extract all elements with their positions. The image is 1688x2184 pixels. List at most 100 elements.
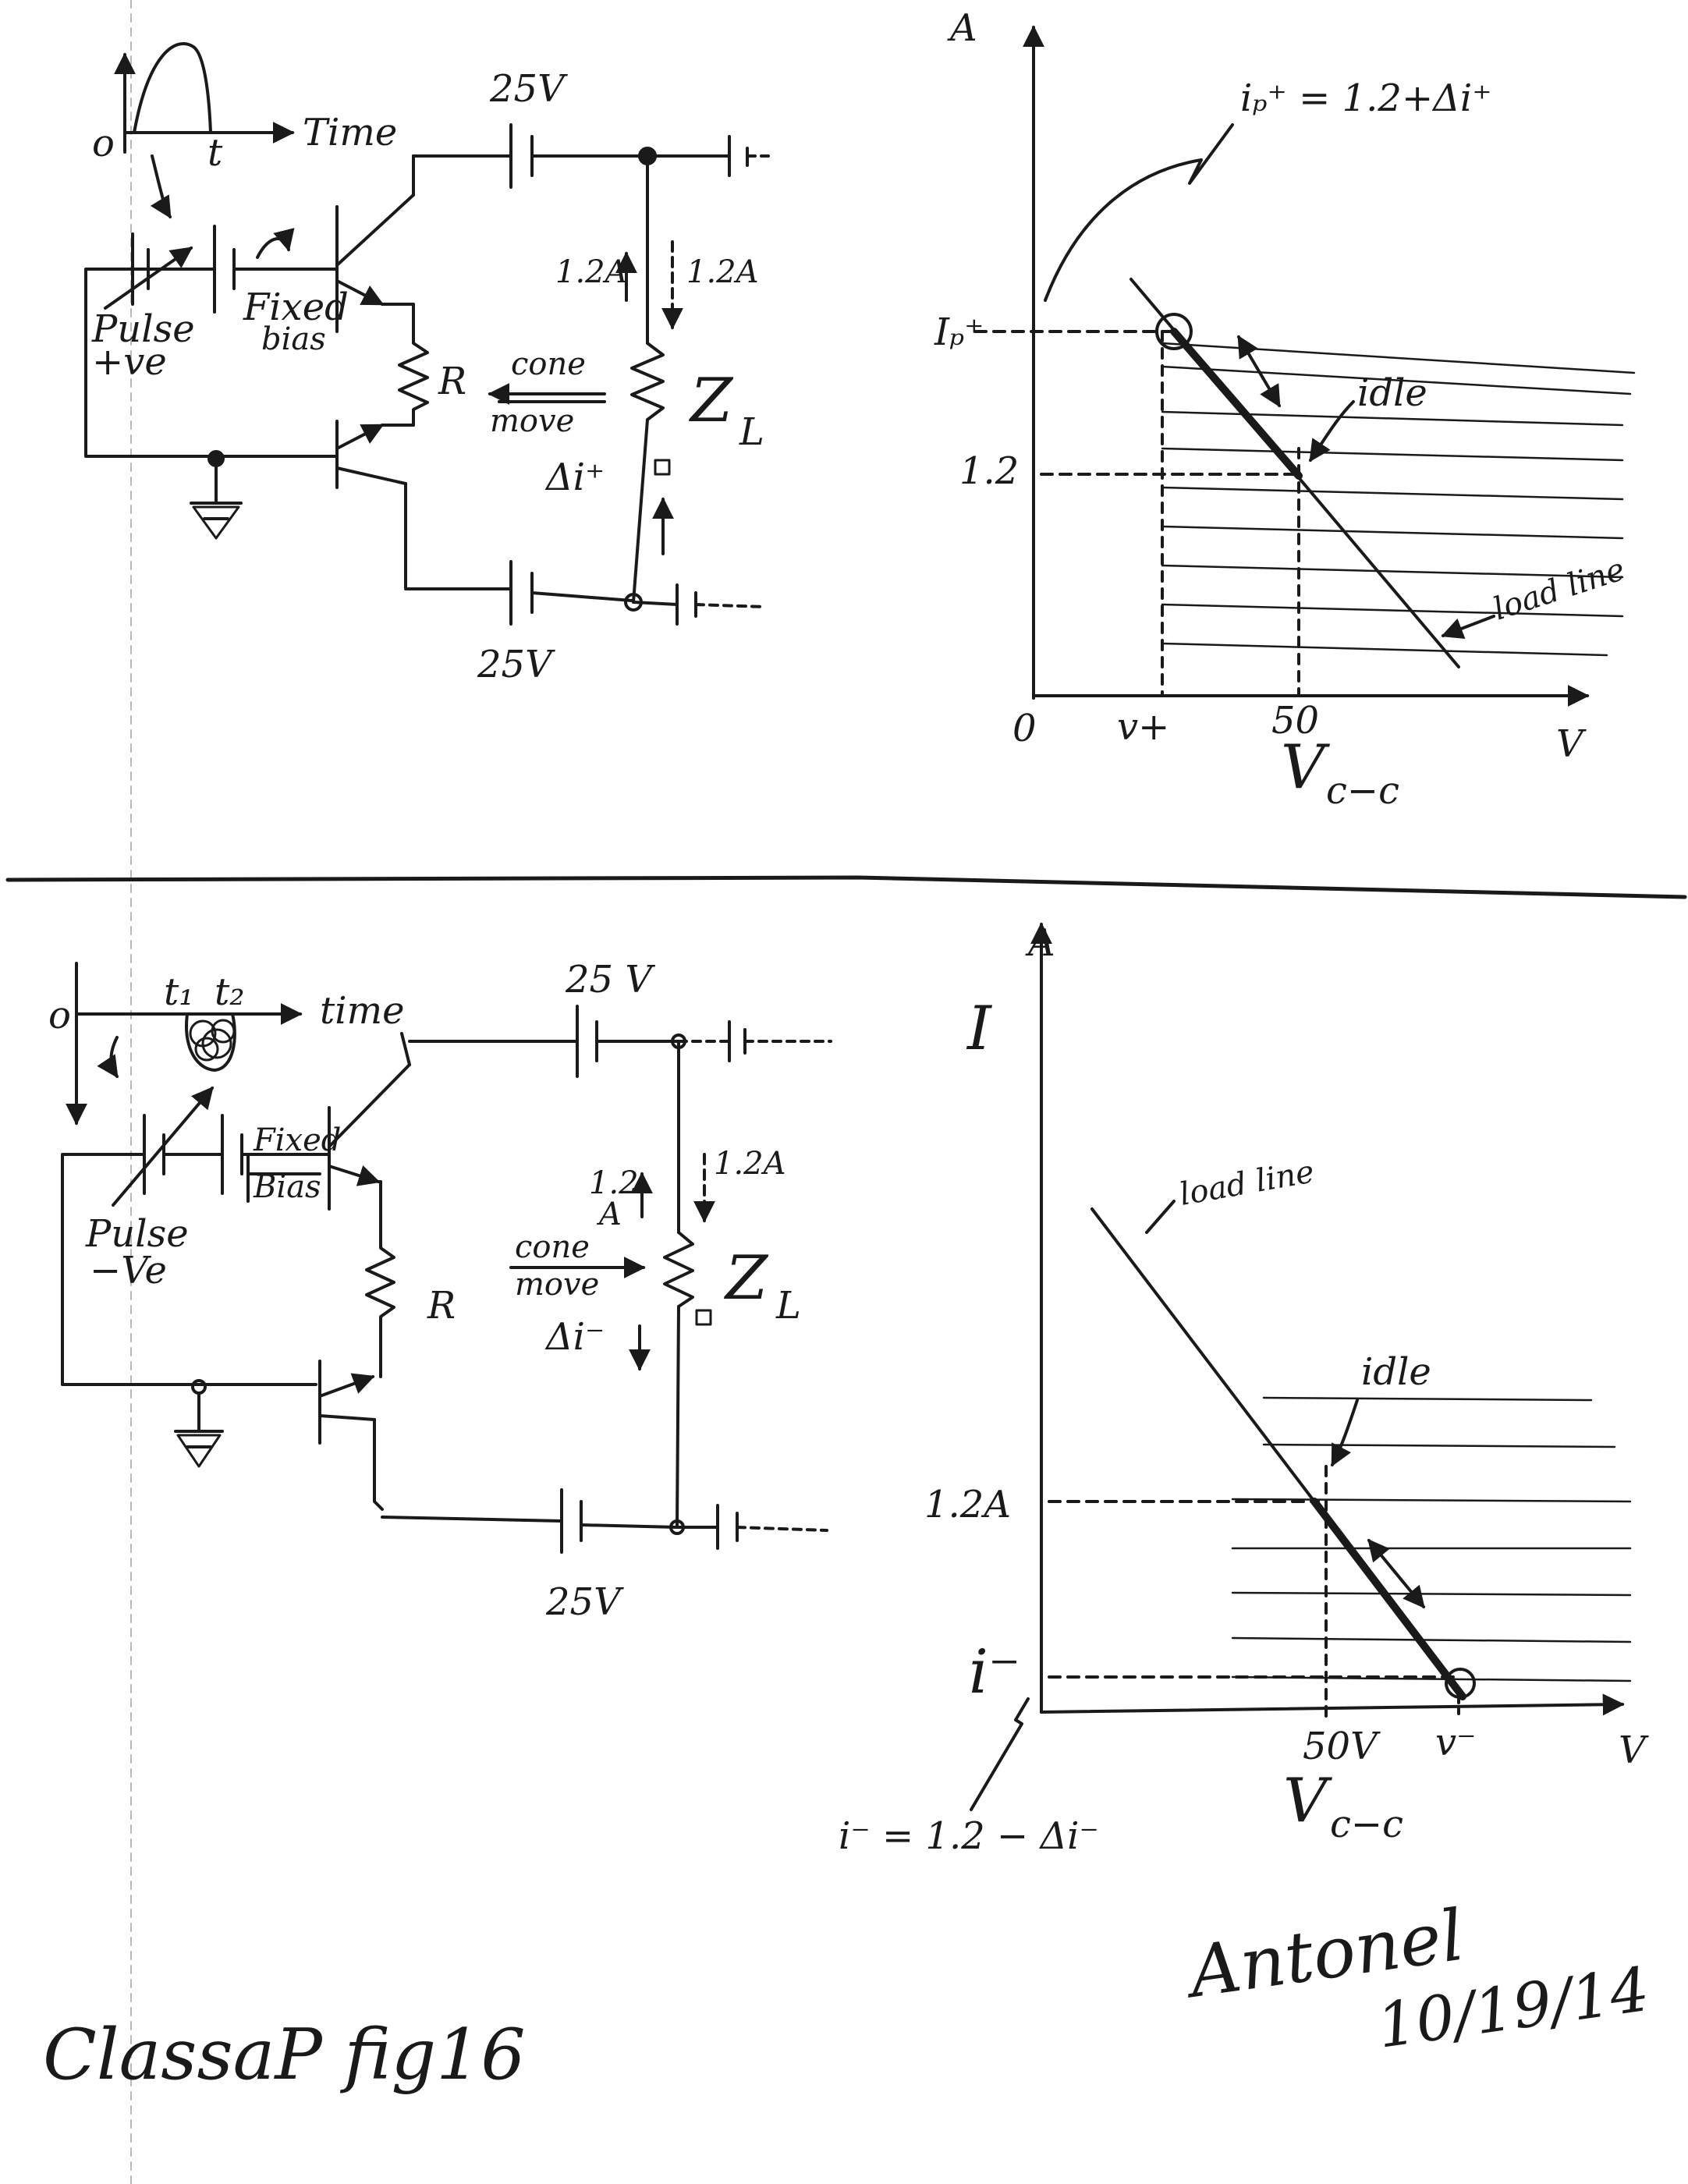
section-divider [5, 875, 1687, 899]
bottom-idle-y-label: 1.2A [924, 1483, 1011, 1526]
top-graph: A V 0 Iₚ⁺ 1.2 v+ 50 V c−c iₚ⁺ = 1.2+Δi⁺ … [934, 6, 1636, 813]
bottom-x-v-minus-label: v⁻ [1435, 1721, 1476, 1764]
top-graph-y-axis-label: A [947, 6, 977, 50]
bottom-input-loop-wire [61, 1153, 317, 1386]
neg-pulse-t2-label: t₂ [215, 970, 245, 1014]
bottom-vcc-label: V [1283, 1766, 1332, 1836]
current-down-label: 1.2A [686, 254, 759, 290]
top-peak-y-label: Iₚ⁺ [934, 310, 984, 354]
pulse-label-2: +ve [92, 340, 167, 384]
bottom-cone-label-1: cone [515, 1229, 590, 1265]
load-label: Z [688, 366, 734, 436]
top-circuit: o t Time Pulse +ve Fixed bias [84, 42, 770, 686]
top-vcc-label: V [1281, 732, 1330, 803]
bottom-graph-x-axis-label: V [1619, 1728, 1649, 1772]
bottom-pulse-label-2: −Ve [90, 1249, 167, 1292]
bottom-char-curve-6 [1231, 1636, 1632, 1643]
bottom-load-line-label: load line [1177, 1154, 1317, 1213]
bottom-graph-y-title: I [966, 994, 993, 1064]
bottom-pulse-variable-arrow [112, 1086, 214, 1207]
bottom-char-curve-3 [1231, 1498, 1632, 1503]
negative-pulse-waveform [185, 1012, 236, 1072]
bottom-load-label-sub: L [775, 1284, 801, 1328]
bottom-bias-resistor-label: R [427, 1284, 456, 1328]
neg-pulse-origin-label: o [48, 994, 71, 1037]
cone-label-2: move [490, 403, 574, 439]
bottom-bottom-battery-label: 25V [545, 1580, 624, 1624]
load-resistor [630, 342, 665, 421]
pulse-origin-label: o [92, 122, 115, 165]
bottom-bias-resistor [365, 1180, 395, 1378]
top-x-50-label: 50 [1271, 699, 1319, 743]
fixed-bias-label-1: Fixed [243, 285, 349, 329]
top-char-curve-7 [1161, 564, 1624, 579]
bottom-x-50-label: 50V [1303, 1725, 1381, 1768]
top-x-v-plus-label: v+ [1117, 705, 1169, 749]
top-load-line-pointer [1441, 615, 1495, 640]
bottom-vcc-sub: c−c [1330, 1803, 1403, 1846]
bottom-graph: A I V load line idle 1.2A i⁻ 50V v⁻ V c−… [839, 921, 1649, 1858]
bottom-i-minus-pointer [970, 1697, 1030, 1811]
top-char-curve-6 [1161, 525, 1624, 540]
top-char-curve-3 [1161, 410, 1624, 427]
top-graph-origin-label: 0 [1012, 707, 1037, 750]
delta-i-plus-label: Δi⁺ [544, 456, 605, 499]
bottom-current-down-label: 1.2A [714, 1146, 786, 1182]
top-char-curve-1 [1161, 342, 1636, 374]
top-char-curve-8 [1161, 603, 1624, 618]
figure-caption: ClassaP fig16 [43, 2014, 526, 2096]
top-char-curve-9 [1161, 642, 1608, 657]
input-loop-wire [84, 268, 337, 458]
bottom-battery-label: 25V [477, 643, 555, 686]
neg-pulse-t1-label: t₁ [164, 970, 194, 1014]
bottom-i-minus-label: i⁻ [969, 1637, 1020, 1707]
cone-label-1: cone [511, 346, 586, 382]
pulse-t-label: t [207, 131, 223, 175]
top-graph-x-axis-label: V [1556, 722, 1587, 766]
bottom-operating-swing [1310, 1498, 1466, 1700]
bottom-graph-y-axis-label: A [1025, 921, 1055, 965]
bottom-swing-arrow [1367, 1538, 1425, 1609]
bottom-fixed-bias-label-2: Bias [253, 1169, 321, 1205]
top-idle-pointer [1309, 400, 1355, 463]
top-idle-y-label: 1.2 [959, 449, 1019, 493]
fixed-bias-pointer [256, 228, 295, 259]
bottom-char-curve-1 [1262, 1396, 1593, 1402]
pulse-variable-arrow [104, 246, 193, 310]
bottom-idle-pointer [1331, 1399, 1359, 1467]
fixed-bias-label-2: bias [261, 321, 326, 357]
pulse-label-1: Pulse [91, 307, 195, 351]
neg-pulse-time-label: time [320, 989, 405, 1033]
load-label-sub: L [739, 410, 764, 454]
bias-resistor-label: R [438, 360, 466, 403]
bottom-ground-node [191, 1379, 207, 1395]
bottom-graph-x-axis [1040, 1693, 1625, 1716]
bottom-pulse-label-1: Pulse [85, 1212, 189, 1256]
bottom-fixed-bias-label-1: Fixed [253, 1122, 341, 1158]
top-vcc-sub: c−c [1326, 769, 1399, 813]
bottom-char-curve-5 [1231, 1591, 1632, 1597]
bottom-current-up-label-2: A [596, 1197, 622, 1232]
top-char-curve-5 [1161, 486, 1624, 501]
top-peak-equation: iₚ⁺ = 1.2+Δi⁺ [1240, 76, 1492, 120]
bottom-current-up-label-1: 1.2 [589, 1165, 639, 1201]
pulse-pointer-arrow [150, 154, 172, 219]
positive-pulse-waveform [133, 42, 212, 134]
bottom-load-line-pointer [1145, 1200, 1176, 1234]
bottom-char-curve-2 [1262, 1443, 1616, 1448]
bottom-idle-label: idle [1361, 1350, 1431, 1394]
top-swing-arrow [1237, 335, 1281, 408]
top-char-curve-4 [1161, 447, 1624, 462]
bottom-cone-label-2: move [515, 1267, 599, 1303]
current-up-label: 1.2A [555, 254, 628, 290]
top-peak-equation-pointer [1044, 123, 1234, 302]
bottom-delta-i-minus-label: Δi⁻ [544, 1315, 605, 1359]
pulse-time-label: Time [303, 111, 397, 154]
top-battery-label: 25V [489, 67, 568, 111]
footer: ClassaP fig16 Antonel 10/19/14 [43, 1895, 1654, 2096]
bottom-top-battery-label: 25 V [565, 958, 655, 1002]
neg-pulse-pointer-arrow [97, 1036, 119, 1079]
top-idle-label: idle [1357, 371, 1427, 415]
bottom-load-resistor [663, 1231, 694, 1308]
